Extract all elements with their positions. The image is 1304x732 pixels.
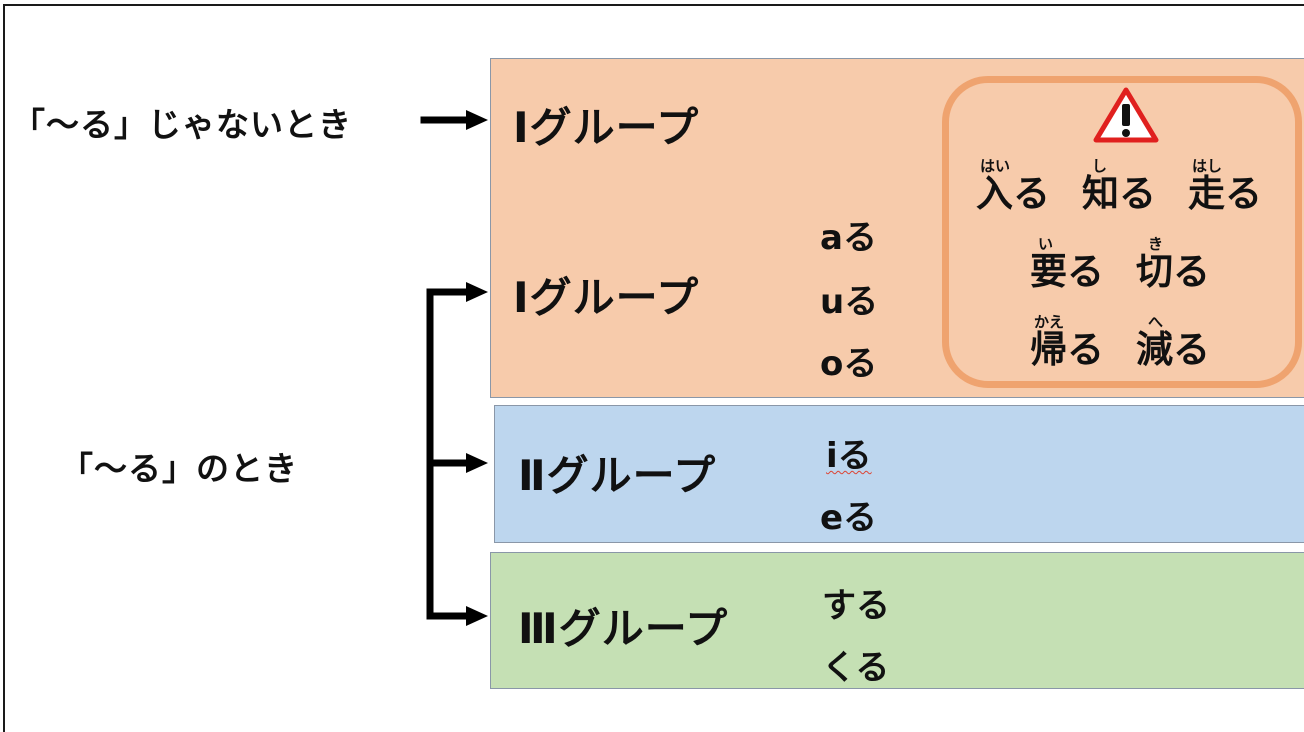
verb-reading: はし [1192,157,1223,175]
label-ru-ending: 「～る」のとき [60,449,298,488]
group-3-title: Ⅲグループ [518,604,729,653]
group-3-ending: くる [822,648,890,688]
exception-verb: はい 入る [976,158,1050,214]
group-1-ending: uる [820,282,879,322]
verb-word: 帰る [1030,328,1104,371]
verb-word: 減る [1136,328,1210,371]
arrowhead-group-2 [466,453,488,473]
group-3-ending: する [822,586,890,626]
group-1-title: Ⅰグループ [513,273,700,322]
verb-word: 走る [1188,172,1262,215]
verb-reading: い [1038,235,1054,253]
warning-icon [1093,87,1159,143]
arrowhead-group-1-top [466,110,488,130]
slide-frame [3,4,1304,732]
bracket-line [426,288,474,620]
verb-reading: き [1148,235,1164,253]
verb-reading: し [1092,157,1108,175]
label-not-ru-ending: 「～る」じゃないとき [12,105,352,144]
group-2-ending: iる [826,436,872,476]
group-2-title: Ⅱグループ [518,451,717,500]
verb-reading: かえ [1034,313,1065,331]
verb-word: 入る [976,172,1050,215]
arrowhead-group-1 [466,282,488,302]
verb-word: 要る [1030,250,1104,293]
verb-word: 知る [1082,172,1156,215]
verb-reading: はい [980,157,1011,175]
exception-verb: へ 減る [1136,314,1210,370]
exception-verb: い 要る [1030,236,1104,292]
verb-word: 切る [1136,250,1210,293]
group-2-box [494,405,1304,543]
exception-verb: かえ 帰る [1030,314,1104,370]
exception-verb: はし 走る [1188,158,1262,214]
group-1-ending: aる [820,218,877,258]
group-1-ending: oる [820,344,878,384]
exception-verb: し 知る [1082,158,1156,214]
verb-reading: へ [1148,313,1164,331]
group-1-top-title: Ⅰグループ [513,103,700,152]
group-2-ending: eる [820,498,878,538]
arrowhead-group-3 [466,606,488,626]
group-3-box [490,552,1304,689]
exception-verb: き 切る [1136,236,1210,292]
